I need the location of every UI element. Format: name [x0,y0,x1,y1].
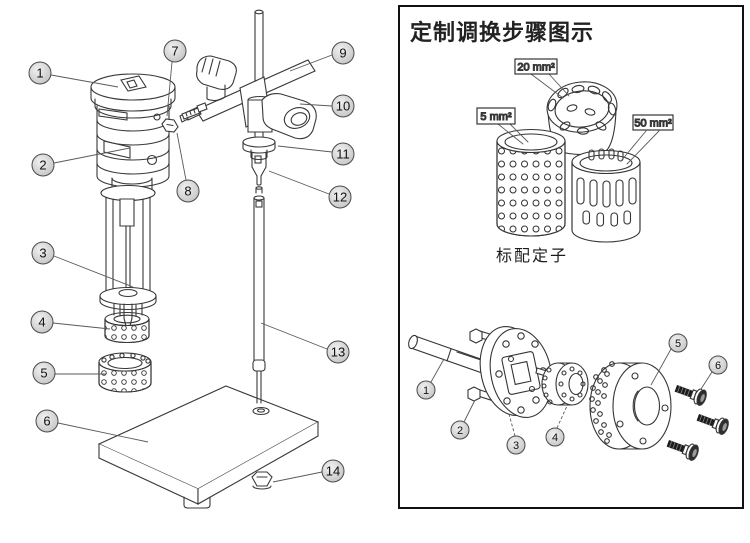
exploded-callout-1-label: 1 [423,385,429,397]
exploded-callout-5-label: 5 [675,338,681,350]
exploded-callout-2-label: 2 [457,425,463,437]
callout-5-label: 5 [40,366,47,381]
callout-11: 11 [331,142,355,166]
exploded-callout-4-label: 4 [552,432,558,444]
exploded-callout-6: 6 [708,355,728,375]
homogenizer-exploded-diagram: 1 2 3 4 5 6 7 8 9 10 11 12 13 14 [28,9,355,509]
exploded-callout-3: 3 [506,435,526,455]
exploded-assembly [408,325,729,461]
stator-20mm [546,81,618,156]
callout-3-label: 3 [39,246,46,261]
callout-14-label: 14 [326,464,340,479]
exploded-callout-1: 1 [416,380,436,400]
motor-unit [90,73,176,197]
exploded-callout-4: 4 [545,427,565,447]
stator-5mm [496,128,566,237]
replacement-steps-panel: 定制调换步骤图示 [398,5,744,509]
callout-10: 10 [331,94,355,118]
callout-7: 7 [163,39,187,63]
exploded-stator-disc [589,361,672,450]
exploded-callouts: 1 2 3 4 5 6 [416,333,728,455]
base-plate [97,385,320,509]
exploded-bolts [666,385,729,461]
stator-ring [98,352,152,393]
callout-6: 6 [35,409,59,433]
stator-label-50mm2: 50 mm² [634,118,672,130]
callout-8-label: 8 [184,184,191,199]
callout-13-label: 13 [331,345,345,360]
leader-lines [50,54,333,483]
exploded-callout-2: 2 [450,420,470,440]
replacement-steps-illustration: 20 mm² 5 mm² 50 mm² 标配定子 [408,58,729,461]
callout-1-label: 1 [36,66,43,81]
callout-6-label: 6 [43,414,50,429]
callout-13: 13 [326,340,350,364]
callout-4-label: 4 [38,315,45,330]
motor-mount-screw-nut [161,102,208,133]
callout-2-label: 2 [39,158,46,173]
callouts: 1 2 3 4 5 6 7 8 9 10 11 12 13 14 [28,39,355,483]
line-art [90,9,320,509]
callout-7-label: 7 [171,44,178,59]
exploded-shaft [408,334,490,375]
base-nut [251,471,273,490]
callout-12-label: 12 [333,190,347,205]
callout-4: 4 [30,310,54,334]
panel-title: 定制调换步骤图示 [410,20,595,45]
stator-options: 20 mm² 5 mm² 50 mm² 标配定子 [408,58,729,461]
callout-8: 8 [176,179,200,203]
callout-11-label: 11 [336,147,350,162]
stator-caption: 标配定子 [496,247,568,265]
shaft-coupling [251,151,267,194]
exploded-flange [479,325,555,419]
stator-label-5mm2: 5 mm² [480,111,512,123]
power-switch [120,75,147,92]
callout-5: 5 [32,361,56,385]
exploded-callout-3-label: 3 [513,440,519,452]
stator-50mm [571,148,641,243]
callout-14: 14 [321,459,345,483]
exploded-callout-5: 5 [668,333,688,353]
exploded-rotor-ring [541,362,589,406]
stator-label-20mm2: 20 mm² [517,62,555,74]
exploded-callout-6-label: 6 [715,360,721,372]
callout-12: 12 [328,185,352,209]
stand-rod-lower [252,195,266,404]
callout-10-label: 10 [336,99,350,114]
callout-9: 9 [331,41,355,65]
cross-clamp-assembly [179,55,317,140]
shaft-guard-assembly [99,184,157,331]
exploded-leader-lines [430,348,713,437]
callout-2: 2 [31,153,55,177]
callout-9-label: 9 [339,46,346,61]
rotor-ring [104,311,150,344]
callout-1: 1 [28,61,52,85]
callout-3: 3 [31,241,55,265]
stator-size-labels: 20 mm² 5 mm² 50 mm² [476,58,674,165]
